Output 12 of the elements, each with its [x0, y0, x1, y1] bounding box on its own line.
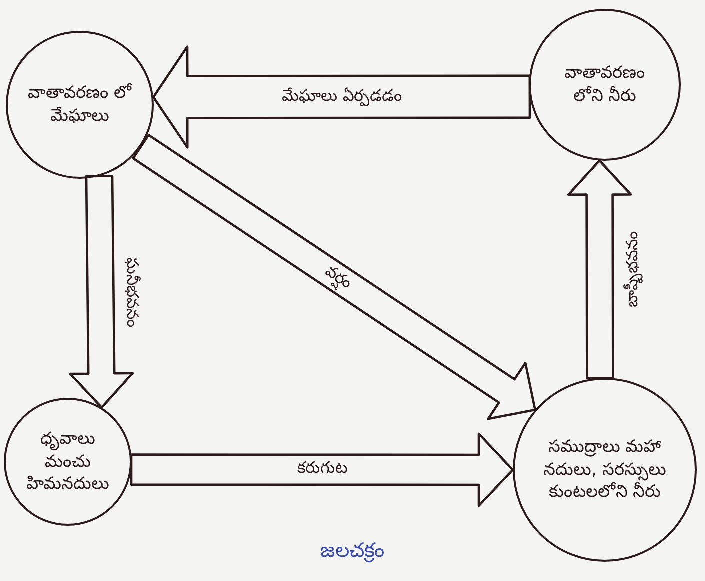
block-arrow	[152, 46, 532, 149]
caption: జలచక్రం	[320, 538, 384, 562]
block-arrow	[132, 134, 536, 420]
circle-node: వాతావరణం లో మేఘాలు	[6, 31, 154, 179]
circle-node: ధృవాలు మంచు హిమనదులు	[4, 398, 132, 526]
edge-label: ఘనీభవనం	[122, 256, 142, 330]
edge-label: బాష్పీభవనం	[622, 230, 644, 310]
block-arrow	[130, 432, 514, 508]
circle-node: వాతావరణం లోని నీరు	[529, 9, 681, 161]
circle-node: సముద్రాలు మహా నదులు, సరస్సులు కుంటలలోని నీరు	[513, 378, 697, 562]
block-arrow	[69, 175, 134, 409]
block-arrow	[567, 160, 632, 380]
